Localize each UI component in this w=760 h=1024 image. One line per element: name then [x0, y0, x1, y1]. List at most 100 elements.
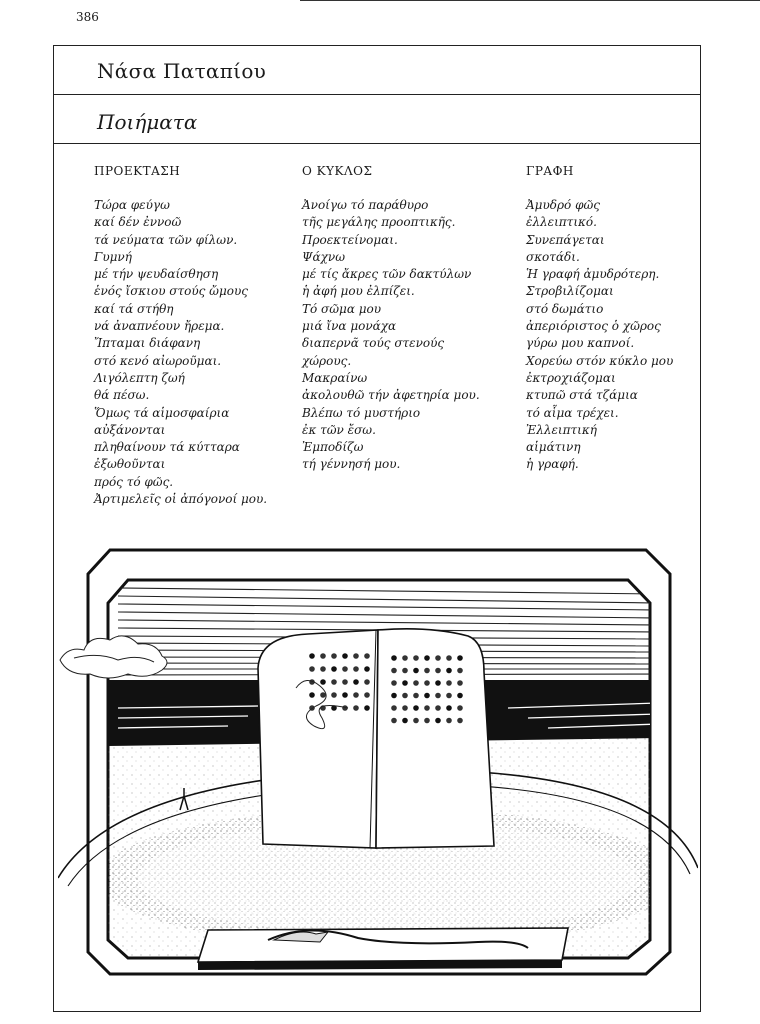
- poem-line: ἡ ἀφή μου ἐλπίζει.: [302, 284, 415, 299]
- tablet-right: [375, 628, 495, 849]
- tablet-dot: [402, 692, 408, 699]
- tablet-dot: [353, 679, 359, 685]
- poem-line: Μακραίνω: [302, 370, 368, 385]
- tablet-dot: [309, 653, 315, 659]
- poem-line: στό δωμάτιο: [526, 301, 604, 316]
- tablet-dot: [342, 692, 348, 698]
- poem-line: ἡ γραφή.: [526, 457, 579, 472]
- tablet-dot: [342, 666, 348, 672]
- tablet-dot: [320, 692, 326, 698]
- tablet-dot: [457, 692, 463, 699]
- illustration: [58, 548, 698, 976]
- tablet-dot: [391, 705, 397, 711]
- tablet-left: [257, 629, 379, 849]
- page-number: 386: [76, 10, 99, 24]
- tablet-dot: [446, 680, 452, 686]
- tablet-dot: [457, 717, 463, 724]
- poem-line: τῆς μεγάλης προοπτικῆς.: [302, 215, 456, 230]
- tablet-dot: [435, 655, 441, 661]
- poem-line: Τώρα φεύγω: [94, 198, 170, 212]
- poem-line: ἐξωθοῦνται: [94, 457, 166, 472]
- title-box: Ποιήματα: [54, 95, 700, 144]
- tablet-dot: [353, 666, 359, 672]
- tablet-dot: [391, 680, 397, 686]
- poem-line: Γυμνή: [94, 249, 132, 264]
- tablet-dot: [331, 692, 337, 698]
- tablet-dot: [391, 717, 397, 724]
- tablet-dot: [413, 655, 419, 661]
- poem-line: μέ τήν ψευδαίσθηση: [94, 267, 219, 282]
- poem-line: πληθαίνουν τά κύτταρα: [94, 440, 240, 455]
- poem-line: τό αἷμα τρέχει.: [526, 405, 619, 420]
- tablet-dot: [424, 667, 430, 674]
- poem-line: ἀκολουθῶ τήν ἀφετηρία μου.: [302, 388, 480, 403]
- poem-line: Συνεπάγεται: [526, 232, 605, 247]
- tablet-dot: [364, 653, 370, 659]
- tablet-dot: [353, 653, 359, 659]
- poem-lines: Ἀνοίγω τό παράθυρο τῆς μεγάλης προοπτικῆς…: [302, 197, 480, 474]
- tablet-dot: [309, 666, 315, 672]
- tablet-dot: [391, 667, 397, 674]
- poem-line: νά ἀναπνέουν ἤρεμα.: [94, 319, 225, 334]
- tablet-dot: [342, 705, 348, 711]
- tablet-dot: [413, 680, 419, 686]
- poem-line: τή γέννησή μου.: [302, 457, 401, 472]
- tablet-dot: [435, 692, 441, 699]
- poem-line: Ὅμως τά αἱμοσφαίρια: [94, 405, 230, 420]
- tablet-dot: [402, 655, 408, 661]
- poem-line: Στροβιλίζομαι: [526, 284, 614, 299]
- tablet-dot: [364, 692, 370, 698]
- tablet-dot: [457, 705, 463, 711]
- base-platform: [196, 927, 569, 970]
- poem-line: Τό σῶμα μου: [302, 301, 382, 316]
- top-rule: [300, 0, 760, 1]
- tablet-dot: [320, 666, 326, 672]
- tablet-dot: [435, 667, 441, 674]
- tablet-dot: [391, 655, 397, 661]
- tablet-dot: [446, 667, 452, 674]
- poem-line: Ἐμποδίζω: [302, 440, 364, 455]
- poem-line: ἀπεριόριστος ὁ χῶρος: [526, 319, 661, 334]
- poem-line: καί τά στήθη: [94, 301, 174, 316]
- poem-line: ἐκτροχιάζομαι: [526, 370, 616, 385]
- tablet-dot: [457, 655, 463, 661]
- section-title: Ποιήματα: [97, 110, 198, 134]
- poem-line: ἐκ τῶν ἔσω.: [302, 422, 376, 437]
- tablet-dot: [457, 680, 463, 686]
- tablet-dot: [446, 705, 452, 711]
- frame-outer: [86, 548, 672, 976]
- poem-line: στό κενό αἰωροῦμαι.: [94, 353, 222, 368]
- poem-title: Ο ΚΥΚΛΟΣ: [302, 164, 373, 178]
- poem-line: θά πέσω.: [94, 388, 150, 403]
- tablet-dot: [413, 717, 419, 724]
- poem-line: διαπερνᾶ τούς στενούς: [302, 336, 445, 351]
- tablet-dot: [364, 666, 370, 672]
- poem-line: ἑνός ἴσκιου στούς ὤμους: [94, 284, 249, 299]
- poem-line: Ἀνοίγω τό παράθυρο: [302, 198, 429, 212]
- tablet-dot: [320, 653, 326, 659]
- tablet-dot: [413, 705, 419, 711]
- author-box: Νάσα Παταπίου: [54, 46, 700, 95]
- poem-title: ΓΡΑΦΗ: [526, 164, 574, 178]
- content-frame: Νάσα Παταπίου Ποιήματα ΠΡΟΕΚΤΑΣΗ Τώρα φε…: [53, 45, 701, 1012]
- tablet-dot: [435, 717, 441, 724]
- tablet-dot: [353, 692, 359, 698]
- tablet-dot: [446, 655, 452, 661]
- tablet-dot: [309, 692, 315, 698]
- poem-line: Ἐλλειπτική: [526, 422, 597, 437]
- tablet-dot: [331, 679, 337, 685]
- poem-line: Προεκτείνομαι.: [302, 232, 398, 247]
- poem-line: τά νεύματα τῶν φίλων.: [94, 232, 238, 247]
- tablet-dot: [446, 692, 452, 699]
- poem-line: καί δέν ἐννοῶ: [94, 215, 182, 230]
- cloud: [59, 635, 168, 679]
- tablet-dot: [331, 653, 337, 659]
- poem-line: Λιγόλεπτη ζωή: [94, 370, 185, 385]
- tablet-dot: [402, 667, 408, 674]
- tablets: [257, 628, 495, 849]
- tablet-dot: [424, 680, 430, 686]
- tablet-dot: [413, 667, 419, 674]
- tablet-dot: [353, 705, 359, 711]
